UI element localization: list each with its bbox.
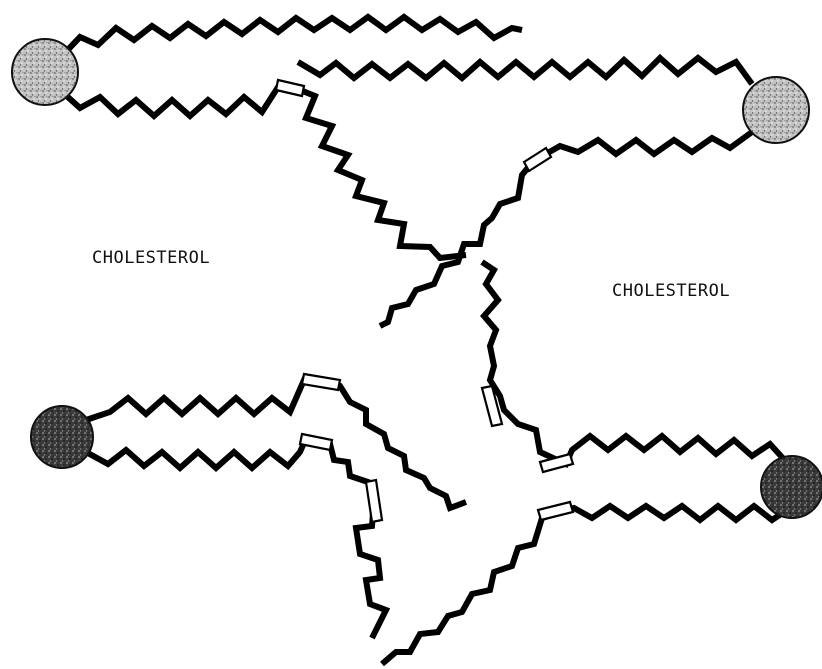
fatty-acid-chain-lower [382,506,790,664]
fatty-acid-chain-upper [86,380,466,508]
phospholipid-top-right [298,58,809,326]
double-bond [538,502,573,520]
polar-head-group [12,39,78,105]
polar-head-group [743,77,809,143]
fatty-acid-chain-lower [60,84,466,258]
polar-head-group [761,456,822,518]
cholesterol-label-left: CHOLESTEROL [92,248,210,268]
polar-head-group [31,406,93,468]
fatty-acid-chain-lower [86,438,386,638]
phospholipid-bottom-left [31,374,466,638]
cholesterol-label-right: CHOLESTEROL [612,281,730,301]
fatty-acid-chain-upper [60,17,522,58]
double-bond [366,480,382,522]
fatty-acid-chain-upper [298,58,752,84]
double-bond [524,148,551,171]
phospholipid-top-left [12,17,522,258]
double-bond [302,374,340,390]
double-bond [276,80,304,96]
phospholipid-bottom-right [382,262,822,664]
